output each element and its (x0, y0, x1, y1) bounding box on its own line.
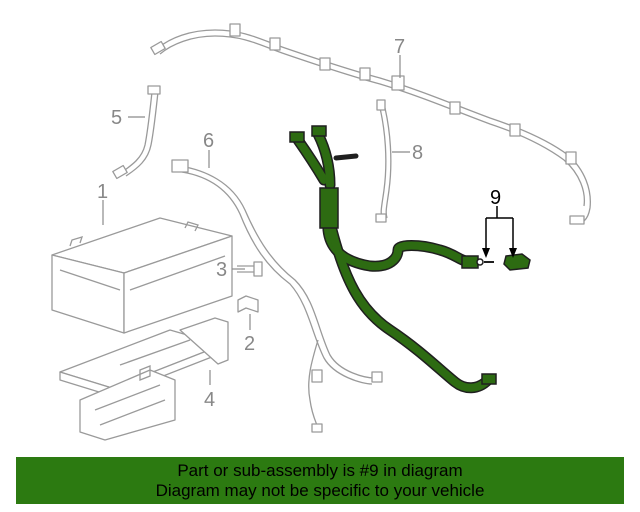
callout-7: 7 (394, 36, 405, 58)
callout-6: 6 (203, 130, 214, 152)
callout-9: 9 (490, 187, 501, 209)
callout-4: 4 (204, 389, 215, 411)
callout-3: 3 (216, 259, 227, 281)
part-9-cable-assembly (289, 125, 531, 394)
callout-2: 2 (244, 333, 255, 355)
banner-line-2: Diagram may not be specific to your vehi… (155, 481, 485, 500)
callout-1: 1 (97, 181, 108, 203)
part-3-bolt (237, 261, 263, 277)
part-6-cable (171, 159, 383, 433)
parts-diagram: 7 5 8 6 1 (51, 23, 591, 441)
callout-5: 5 (111, 107, 122, 129)
callout-8: 8 (412, 142, 423, 164)
part-2-bracket (237, 295, 259, 313)
part-1-battery (51, 217, 233, 334)
part-info-banner: Part or sub-assembly is #9 in diagram Di… (16, 457, 624, 504)
part-7-harness (150, 23, 591, 225)
part-4-tray (59, 317, 229, 441)
part-8-cable (375, 99, 392, 223)
part-5-cable (112, 85, 161, 180)
banner-line-1: Part or sub-assembly is #9 in diagram (177, 461, 463, 480)
